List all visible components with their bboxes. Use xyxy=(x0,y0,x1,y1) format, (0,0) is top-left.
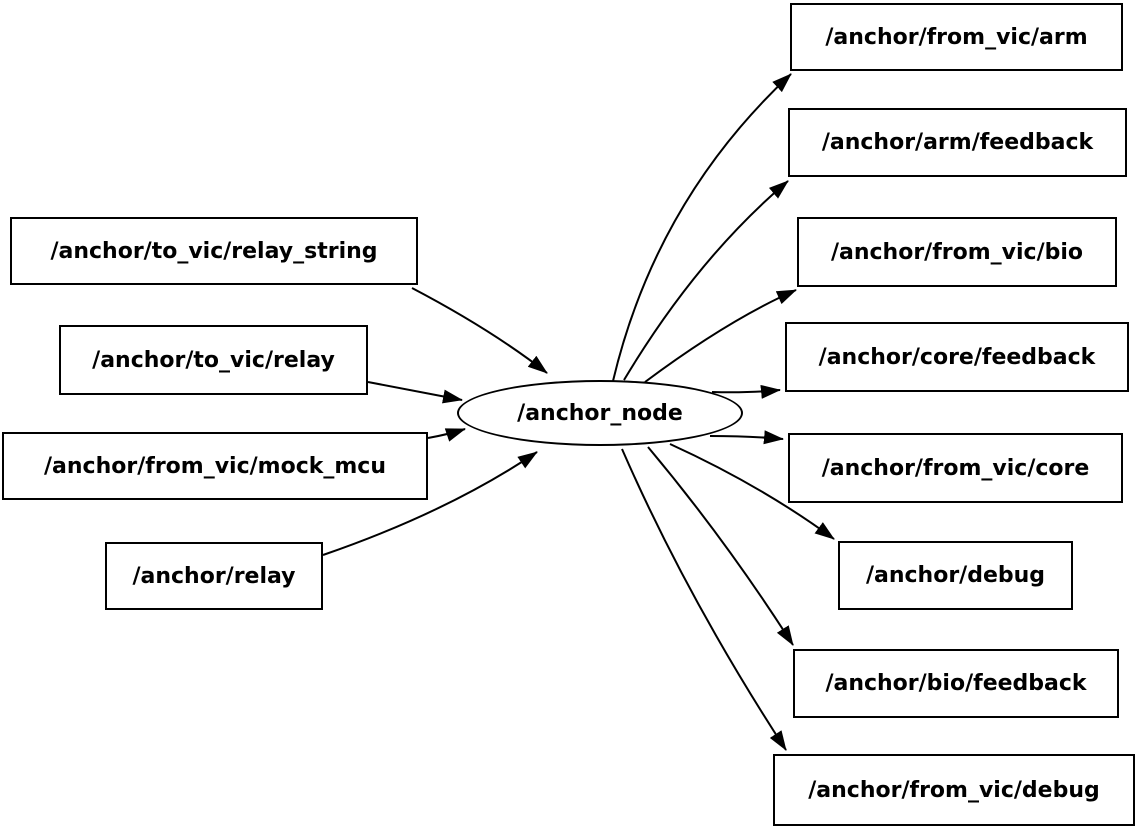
topic-label: /anchor/from_vic/bio xyxy=(830,239,1084,265)
topic-label: /anchor/arm/feedback xyxy=(821,130,1094,155)
node-label: /anchor_node xyxy=(517,400,683,426)
topic-arm-feedback[interactable]: /anchor/arm/feedback xyxy=(788,108,1127,177)
edge-anchor-node-to-from-vic-core xyxy=(709,430,784,445)
edge-from-vic-mock-mcu-to-anchor-node xyxy=(427,428,466,442)
topic-bio-feedback[interactable]: /anchor/bio/feedback xyxy=(793,649,1119,718)
edge-anchor-node-to-bio-feedback xyxy=(647,446,794,646)
topic-to-vic-relay[interactable]: /anchor/to_vic/relay xyxy=(59,325,368,395)
edge-to-vic-relay-string-to-anchor-node xyxy=(411,287,548,374)
edge-relay-to-anchor-node xyxy=(322,451,538,556)
topic-label: /anchor/debug xyxy=(865,563,1046,588)
edge-anchor-node-to-from-vic-debug xyxy=(621,448,787,751)
topic-label: /anchor/from_vic/debug xyxy=(808,777,1100,803)
edge-anchor-node-to-from-vic-bio xyxy=(644,289,797,383)
node-anchor-node[interactable]: /anchor_node xyxy=(457,380,743,446)
topic-core-feedback[interactable]: /anchor/core/feedback xyxy=(785,322,1129,392)
topic-from-vic-mock-mcu[interactable]: /anchor/from_vic/mock_mcu xyxy=(2,432,428,500)
topic-to-vic-relay-string[interactable]: /anchor/to_vic/relay_string xyxy=(10,217,418,285)
topic-debug[interactable]: /anchor/debug xyxy=(838,541,1073,610)
edge-anchor-node-to-from-vic-arm xyxy=(612,73,792,382)
topic-from-vic-bio[interactable]: /anchor/from_vic/bio xyxy=(797,217,1117,287)
topic-from-vic-core[interactable]: /anchor/from_vic/core xyxy=(788,433,1123,503)
topic-relay[interactable]: /anchor/relay xyxy=(105,542,323,610)
edge-anchor-node-to-debug xyxy=(669,443,835,540)
topic-label: /anchor/from_vic/arm xyxy=(825,24,1088,50)
topic-label: /anchor/relay xyxy=(132,563,296,589)
topic-label: /anchor/from_vic/core xyxy=(821,455,1090,481)
topic-label: /anchor/to_vic/relay_string xyxy=(50,238,378,264)
topic-label: /anchor/bio/feedback xyxy=(825,671,1087,696)
topic-label: /anchor/from_vic/mock_mcu xyxy=(44,453,386,479)
edge-anchor-node-to-arm-feedback xyxy=(623,180,789,381)
topic-label: /anchor/to_vic/relay xyxy=(92,347,335,373)
topic-from-vic-debug[interactable]: /anchor/from_vic/debug xyxy=(773,754,1135,826)
topic-label: /anchor/core/feedback xyxy=(818,344,1096,370)
topic-from-vic-arm[interactable]: /anchor/from_vic/arm xyxy=(790,3,1123,71)
edge-anchor-node-to-core-feedback xyxy=(711,384,781,399)
edge-to-vic-relay-to-anchor-node xyxy=(367,381,463,404)
